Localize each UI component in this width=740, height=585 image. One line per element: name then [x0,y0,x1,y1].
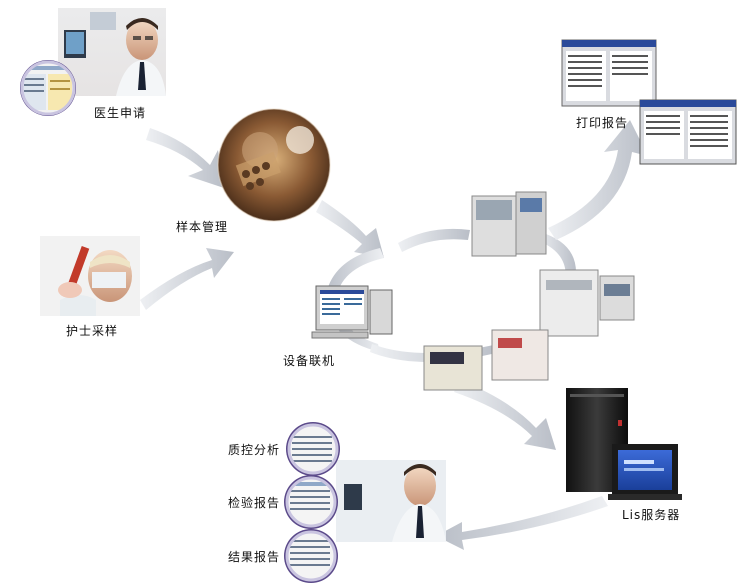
label-result-report: 结果报告 [228,550,281,564]
label-print-report: 打印报告 [576,116,629,130]
label-inspection-report: 检验报告 [228,496,281,510]
printer-screen-icon [561,39,737,165]
label-lis-server: Lis服务器 [622,508,681,522]
label-sample-management: 样本管理 [176,220,229,234]
workstation-icon [311,285,393,339]
inspection-report-disc [284,475,338,529]
sample-tray-photo [217,108,331,222]
arrow-doctor-to-sample [146,128,224,188]
result-report-disc [284,529,338,583]
arrow-nurse-to-sample [140,248,234,310]
arrow-devices-to-print [548,120,648,240]
label-doctor-request: 医生申请 [94,106,147,120]
quality-analysis-disc [286,422,340,476]
label-nurse-sampling: 护士采样 [66,324,119,338]
arrow-devices-to-server [454,380,556,450]
doctor-photo-bottom [336,460,446,542]
arrow-server-to-results [436,496,608,550]
monitor-icon [608,444,682,500]
analyzer-icon [423,191,635,391]
label-quality-analysis: 质控分析 [228,443,281,457]
arrow-sample-to-devices [316,200,384,258]
loop-arc-top [398,228,470,252]
nurse-photo [40,236,140,316]
doctor-photo [20,8,166,116]
label-device-connection: 设备联机 [283,354,336,368]
